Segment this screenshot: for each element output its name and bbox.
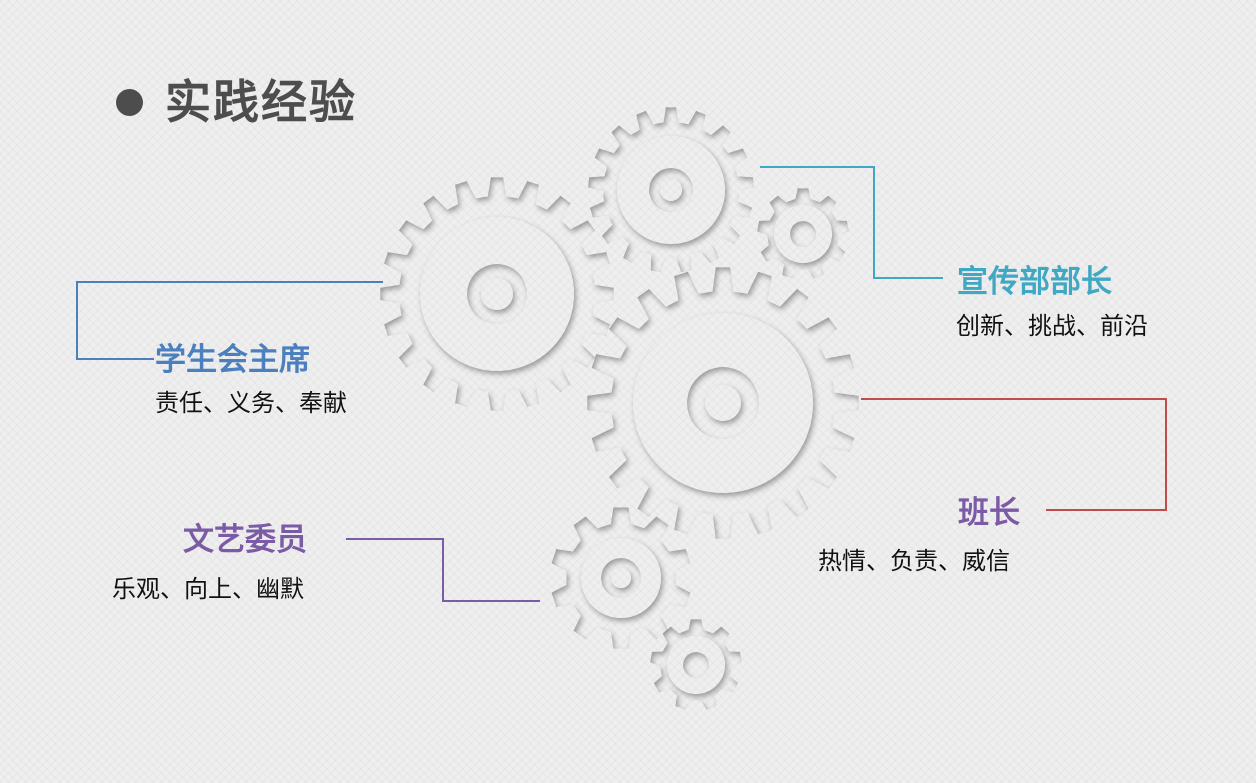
connector-line-purple [346,538,540,602]
page-title-text: 实践经验 [165,75,357,129]
gear-green2-icon [650,619,742,710]
role-desc-student-union-president: 责任、义务、奉献 [155,389,347,417]
role-desc-class-monitor: 热情、负责、威信 [818,547,1010,575]
role-publicity-minister: 宣传部部长 [957,264,1112,300]
connector-lines [76,166,1167,602]
gear-purple-icon [551,507,691,649]
connector-line-teal [760,166,943,279]
role-student-union-president: 学生会主席 [155,342,310,378]
role-desc-publicity-minister: 创新、挑战、前沿 [956,312,1148,340]
gear-green1-icon [757,188,849,279]
gear-teal-icon [588,107,754,273]
gears [380,107,859,710]
role-arts-committee: 文艺委员 [183,522,307,558]
connector-line-blue [76,281,383,360]
role-desc-arts-committee: 乐观、向上、幽默 [112,575,304,603]
gear-blue-icon [380,177,614,411]
gear-red-icon [587,267,859,539]
connector-line-red [861,398,1167,511]
title-bullet-icon [116,88,143,116]
page-title: 实践经验 [116,72,357,132]
role-class-monitor: 班长 [958,495,1020,531]
